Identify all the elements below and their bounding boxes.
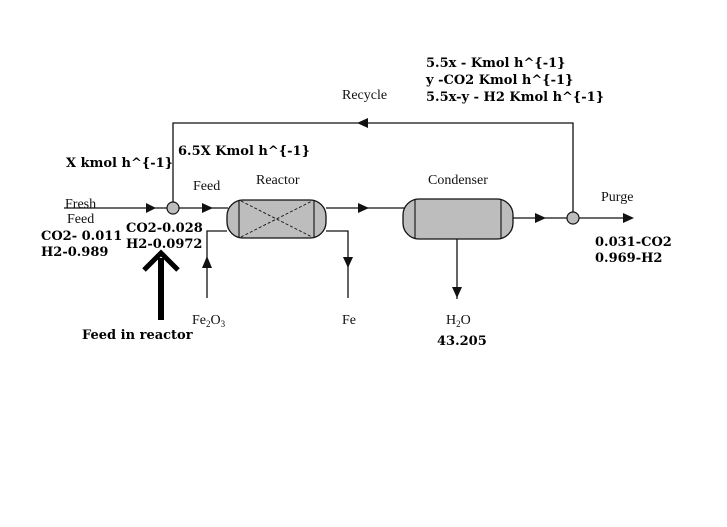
condenser-outlet-arrow: [535, 213, 546, 223]
purge-arrow: [623, 213, 634, 223]
reactor-feed-co2: CO2-0.028: [126, 221, 203, 236]
reactor-vessel: [226, 199, 327, 239]
fresh-feed-arrow: [146, 203, 156, 213]
fresh-feed-rate: X kmol h^{-1}: [66, 156, 173, 171]
feed-in-reactor-label: Feed in reactor: [82, 328, 193, 343]
reactor-feed-h2: H2-0.0972: [126, 237, 202, 252]
feed-indicator-arrow: [142, 249, 180, 320]
purge-label: Purge: [601, 190, 633, 205]
mixed-feed-rate: 6.5X Kmol h^{-1}: [178, 144, 310, 159]
recycle-total: 5.5x - Kmol h^{-1}: [426, 56, 566, 71]
water-outlet-arrow: [452, 287, 462, 298]
fe-label: Fe: [342, 313, 356, 328]
water-value: 43.205: [437, 334, 487, 349]
recycle-label: Recycle: [342, 88, 387, 103]
feed-arrow: [202, 203, 213, 213]
condenser-vessel: [402, 198, 514, 240]
fresh-feed-label-line2: Feed: [67, 212, 94, 227]
purge-h2: 0.969-H2: [595, 251, 662, 266]
recycle-line: [172, 122, 574, 212]
fe2o3-inlet-arrow: [202, 256, 212, 268]
fe2o3-inlet-line: [206, 230, 227, 298]
fe-outlet-arrow: [343, 257, 353, 268]
recycle-arrow: [357, 118, 368, 128]
reactor-label: Reactor: [256, 173, 300, 188]
fresh-feed-label-line1: Fresh: [65, 197, 96, 212]
water-label: H2O: [446, 313, 471, 329]
feed-label: Feed: [193, 179, 220, 194]
fe-outlet-line: [326, 230, 349, 298]
fresh-feed-h2: H2-0.989: [41, 245, 108, 260]
splitter-node: [566, 211, 580, 225]
condenser-label: Condenser: [428, 173, 488, 188]
fresh-feed-co2: CO2- 0.011: [41, 229, 122, 244]
fe2o3-label: Fe2O3: [192, 313, 226, 329]
purge-co2: 0.031-CO2: [595, 235, 672, 250]
recycle-h2: 5.5x-y - H2 Kmol h^{-1}: [426, 90, 604, 105]
recycle-co2: y -CO2 Kmol h^{-1}: [425, 73, 573, 88]
reactor-outlet-arrow: [358, 203, 369, 213]
mixer-node: [166, 201, 180, 215]
